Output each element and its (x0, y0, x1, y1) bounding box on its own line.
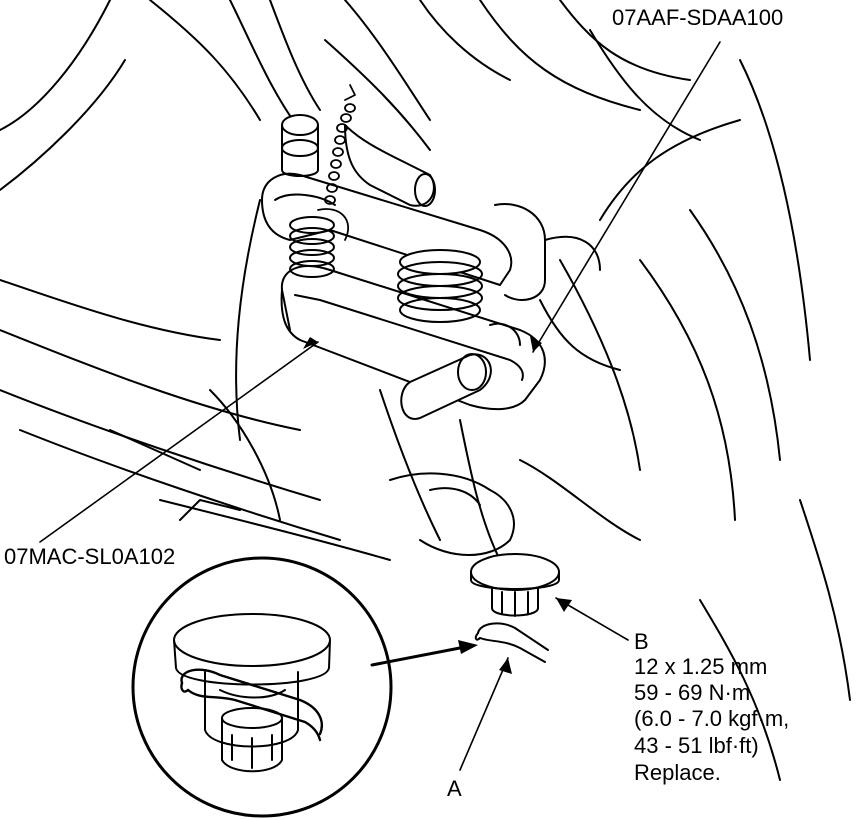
spring-left (289, 216, 335, 278)
detail-arrow (370, 645, 467, 667)
leader-arrowheads (303, 336, 572, 674)
spec-thread-size: 12 x 1.25 mm (634, 654, 768, 679)
detail-circle (131, 556, 393, 818)
detail-arrowhead (458, 640, 478, 654)
spec-torque-nm: 59 - 69 N·m (634, 680, 751, 705)
tool-pin (400, 353, 492, 420)
label-part-a: A (447, 776, 462, 801)
spec-torque-lbfft: 43 - 51 lbf·ft) (634, 733, 759, 758)
label-tool-07mac: 07MAC-SL0A102 (4, 544, 176, 569)
detail-cotter-pin (180, 668, 323, 742)
safety-chain (317, 84, 356, 241)
label-tool-07aaf: 07AAF-SDAA100 (612, 5, 784, 30)
hub-right (489, 203, 601, 346)
background-structure (0, 0, 851, 781)
bolt-top-right (344, 124, 436, 207)
bolt-top-left (281, 114, 319, 177)
cotter-pin-a (474, 622, 549, 663)
spec-torque-kgfm: (6.0 - 7.0 kgf·m, (634, 706, 790, 731)
detail-nut (173, 613, 331, 773)
label-part-b: B (634, 629, 649, 654)
castle-nut-b (470, 553, 560, 617)
spring-center (397, 249, 483, 323)
spec-replace-note: Replace. (634, 760, 721, 785)
